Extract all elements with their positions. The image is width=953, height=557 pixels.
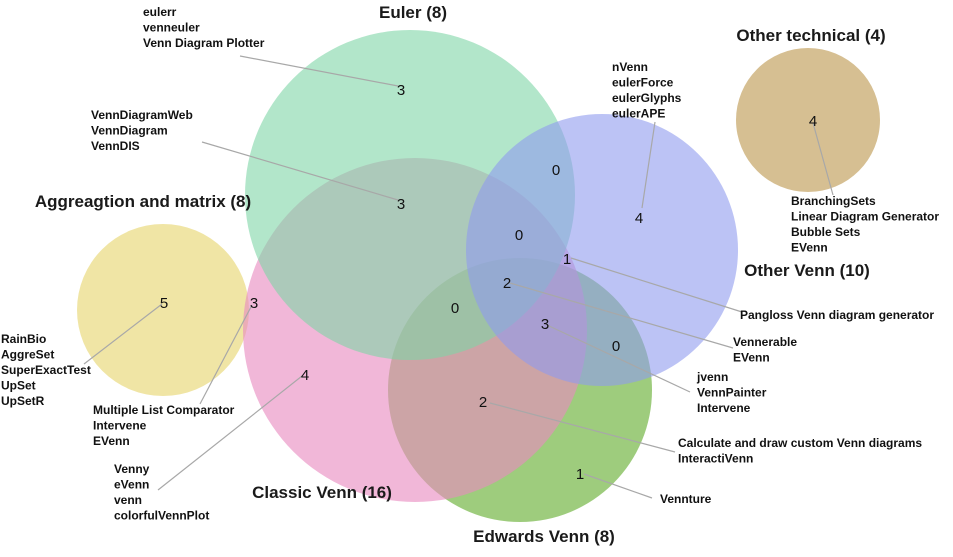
count-aggregation-classic: 3 [250, 295, 258, 312]
count-othervenn-only: 4 [635, 210, 643, 227]
count-euler-only: 3 [397, 82, 405, 99]
count-other-technical-only: 4 [809, 113, 817, 130]
tool-name: EVenn [791, 241, 828, 255]
tool-name: VennPainter [697, 386, 767, 400]
tool-name: EVenn [93, 434, 130, 448]
tools-other-technical: BranchingSets Linear Diagram Generator B… [791, 194, 942, 255]
tools-edwards-only: Vennture [660, 492, 712, 506]
tool-name: VennDiagram [91, 124, 168, 138]
tool-name: Pangloss Venn diagram generator [740, 308, 934, 322]
leader-othervenn-classic [570, 257, 743, 313]
count-classic-edwards: 2 [479, 394, 487, 411]
tool-name: InteractiVenn [678, 452, 753, 466]
tool-name: VennDiagramWeb [91, 108, 193, 122]
tool-name: colorfulVennPlot [114, 509, 209, 523]
leader-classic-only [157, 375, 303, 491]
leader-edwards-only [583, 473, 653, 499]
count-othervenn-edwards: 0 [612, 338, 620, 355]
count-classic-only: 4 [301, 367, 309, 384]
leader-aggregation-only [83, 303, 163, 365]
tools-aggregation-only: RainBio AggreSet SuperExactTest UpSet Up… [1, 332, 94, 408]
set-circle-other-technical [736, 48, 880, 192]
leader-classic-edwards [489, 402, 676, 453]
tool-name: Venn Diagram Plotter [143, 36, 265, 50]
tool-name: Linear Diagram Generator [791, 210, 939, 224]
set-circle-other-venn [466, 114, 738, 386]
leader-jvenn [546, 324, 691, 393]
tool-name: jvenn [696, 370, 728, 384]
leader-euler-only [239, 55, 399, 87]
tools-jvenn: jvenn VennPainter Intervene [696, 370, 770, 415]
tool-name: EVenn [733, 351, 770, 365]
tool-name: nVenn [612, 60, 648, 74]
tool-name: Intervene [93, 419, 147, 433]
set-label-other-venn: Other Venn (10) [744, 261, 870, 280]
count-euler-classic-edwards: 0 [451, 300, 459, 317]
leader-othervenn-only [641, 121, 656, 209]
tools-classic-only: Venny eVenn venn colorfulVennPlot [114, 462, 209, 523]
tool-name: BranchingSets [791, 194, 876, 208]
tools-othervenn-only: nVenn eulerForce eulerGlyphs eulerAPE [612, 60, 685, 121]
tool-name: RainBio [1, 332, 46, 346]
tool-name: UpSetR [1, 394, 45, 408]
tool-name: eulerAPE [612, 107, 665, 121]
tool-name: eulerr [143, 5, 177, 19]
tools-classic-edwards: Calculate and draw custom Venn diagrams … [678, 436, 925, 466]
leader-other-technical [812, 122, 834, 196]
tool-name: eVenn [114, 478, 149, 492]
tool-name: SuperExactTest [1, 363, 91, 377]
tool-name: venn [114, 493, 142, 507]
count-edwards-only: 1 [576, 466, 584, 483]
tools-euler-classic: VennDiagramWeb VennDiagram VennDIS [91, 108, 196, 153]
set-label-edwards: Edwards Venn (8) [473, 527, 615, 546]
count-othervenn-classic-edwards-euler: 2 [503, 275, 511, 292]
set-label-classic: Classic Venn (16) [252, 483, 392, 502]
leader-vennerable [509, 282, 734, 349]
leader-euler-classic [201, 141, 399, 201]
tool-name: venneuler [143, 21, 200, 35]
count-aggregation-only: 5 [160, 295, 168, 312]
tools-othervenn-classic: Pangloss Venn diagram generator [740, 308, 934, 322]
set-label-aggregation: Aggreagtion and matrix (8) [35, 192, 251, 211]
tool-name: eulerGlyphs [612, 91, 682, 105]
tool-name: Vennture [660, 492, 712, 506]
tools-aggregation-classic: Multiple List Comparator Intervene EVenn [93, 403, 238, 448]
tool-name: VennDIS [91, 139, 140, 153]
tools-vennerable: Vennerable EVenn [733, 335, 800, 365]
tool-name: eulerForce [612, 76, 674, 90]
leader-aggregation-classic [199, 304, 253, 405]
set-label-euler: Euler (8) [379, 3, 447, 22]
set-circle-aggregation [77, 224, 249, 396]
count-euler-othervenn: 0 [552, 162, 560, 179]
tool-name: Bubble Sets [791, 225, 861, 239]
tool-name: UpSet [1, 379, 36, 393]
tool-name: Vennerable [733, 335, 797, 349]
tool-name: Intervene [697, 401, 751, 415]
count-othervenn-classic: 1 [563, 251, 571, 268]
tools-euler-only: eulerr venneuler Venn Diagram Plotter [143, 5, 265, 50]
count-othervenn-classic-edwards: 3 [541, 316, 549, 333]
count-euler-classic: 3 [397, 196, 405, 213]
tool-name: Venny [114, 462, 150, 476]
tool-name: AggreSet [1, 348, 54, 362]
count-euler-othervenn-classic: 0 [515, 227, 523, 244]
tool-name: Multiple List Comparator [93, 403, 235, 417]
set-label-other-technical: Other technical (4) [736, 26, 885, 45]
tool-name: Calculate and draw custom Venn diagrams [678, 436, 922, 450]
